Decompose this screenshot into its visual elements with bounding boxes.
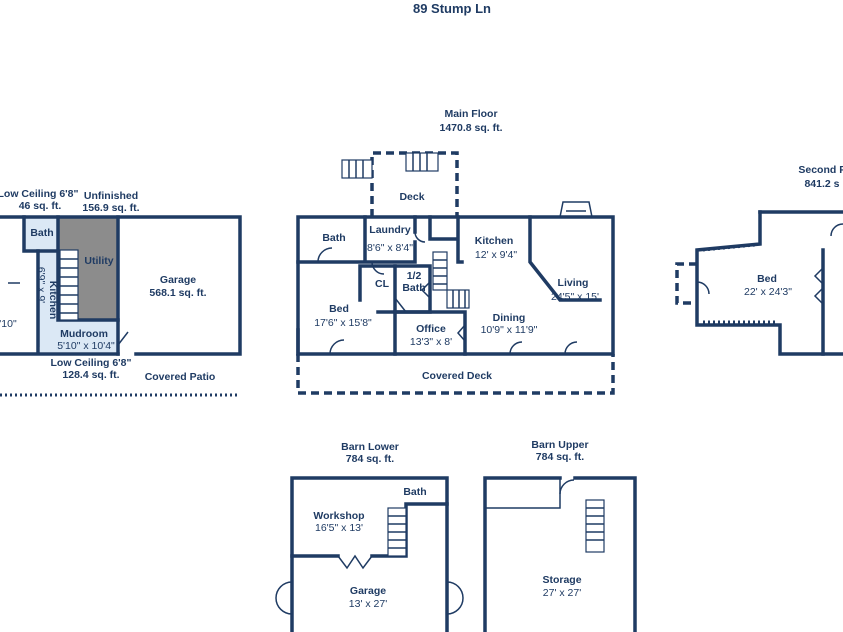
half-bath-label: 1/2	[407, 270, 422, 282]
mudroom-dims: 5'10" x 10'4"	[57, 340, 115, 352]
lower-kitchen-dims: 6'9" x 9'	[35, 267, 47, 303]
dining-label: Dining	[493, 312, 526, 324]
bed-door	[329, 339, 345, 355]
bath-door	[317, 247, 333, 263]
barn-right-door	[446, 581, 464, 615]
kitchen-walls	[428, 215, 464, 264]
office-side-door	[457, 324, 466, 342]
half-bath-door	[420, 281, 431, 299]
dining-dims: 10'9" x 11'9"	[481, 324, 538, 336]
unfinished-area: 156.9 sq. ft.	[82, 202, 139, 214]
barn-upper-area: 784 sq. ft.	[536, 451, 585, 463]
main-floor-title: Main Floor	[444, 108, 497, 120]
barn-upper-landing	[485, 478, 561, 509]
mudroom-label: Mudroom	[60, 328, 108, 340]
lower-outer-wall	[0, 215, 242, 356]
laundry-door	[371, 261, 385, 275]
second-floor-plan: Second F 841.2 s Bed 22' x 24'3"	[675, 164, 843, 356]
lower-bath-area	[24, 217, 58, 251]
balcony-door	[696, 281, 710, 295]
main-bed-dims: 17'6" x 15'8"	[314, 317, 372, 329]
covered-deck-outline	[296, 354, 615, 395]
barn-upper-title: Barn Upper	[531, 439, 588, 451]
page-title: 89 Stump Ln	[413, 1, 491, 16]
second-floor-title: Second F	[798, 164, 843, 176]
utility-label: Utility	[84, 255, 113, 267]
second-outer-wall	[695, 210, 843, 356]
closet-label: CL	[375, 278, 390, 290]
covered-deck-label: Covered Deck	[422, 370, 492, 382]
barn-upper-outer	[483, 476, 637, 632]
lower-bath-label: Bath	[30, 227, 53, 239]
upper-bed-label: Bed	[757, 273, 777, 285]
lower-level-plan: Low Ceiling 6'8" 46 sq. ft. Unfinished 1…	[0, 188, 242, 397]
main-stairs	[432, 251, 470, 309]
dining-door	[509, 341, 523, 355]
barn-upper-door	[559, 479, 575, 495]
unfinished-label: Unfinished	[84, 190, 138, 202]
barn-lower-stairs	[387, 507, 407, 557]
barn-lower-plan: Barn Lower 784 sq. ft. Workshop 16'5" x …	[275, 441, 464, 632]
storage-label: Storage	[542, 574, 581, 586]
second-low-edge-1	[702, 243, 756, 252]
barn-bath-label: Bath	[403, 486, 426, 498]
barn-lower-area: 784 sq. ft.	[346, 453, 395, 465]
barn-garage-label: Garage	[350, 585, 386, 597]
barn-upper-plan: Barn Upper 784 sq. ft. Storage 27' x 27'	[483, 439, 637, 632]
low-ceiling-area: 46 sq. ft.	[19, 200, 62, 212]
barn-upper-stairs	[585, 499, 605, 553]
workshop-label: Workshop	[313, 510, 364, 522]
office-label: Office	[416, 323, 446, 335]
main-floor-plan: Main Floor 1470.8 sq. ft.	[296, 108, 615, 395]
workshop-dims: 16'5" x 13'	[315, 522, 363, 534]
mudroom-door	[117, 331, 129, 346]
laundry-label: Laundry	[369, 224, 411, 236]
office-dims: 13'3" x 8'	[410, 336, 452, 348]
barn-left-door	[275, 581, 293, 615]
low-ceiling-2-area: 128.4 sq. ft.	[62, 369, 119, 381]
main-bed-label: Bed	[329, 303, 349, 315]
living-label: Living	[558, 277, 589, 289]
main-bath-label: Bath	[322, 232, 345, 244]
partial-dimension: '10"	[0, 318, 17, 330]
upper-bed-dims: 22' x 24'3"	[744, 286, 792, 298]
covered-patio-label: Covered Patio	[145, 371, 216, 383]
kitchen-door	[414, 231, 426, 243]
half-bath-label-2: Bath	[402, 282, 425, 294]
deck-stairs	[341, 152, 439, 179]
second-doors	[813, 267, 824, 305]
closet-walls	[358, 264, 397, 314]
storage-dims: 27' x 27'	[543, 587, 581, 599]
bath-laundry-walls	[296, 215, 417, 264]
fireplace-icon	[559, 201, 593, 218]
laundry-dims: 8'6" x 8'4"	[367, 242, 413, 254]
lower-stairs	[59, 249, 79, 321]
workshop-double-door	[337, 554, 373, 570]
garage-area: 568.1 sq. ft.	[149, 287, 206, 299]
second-floor-area: 841.2 s	[804, 178, 839, 190]
office-door	[394, 297, 407, 313]
lower-inner-walls	[22, 215, 120, 322]
living-door	[564, 341, 578, 355]
main-kitchen-label: Kitchen	[475, 235, 514, 247]
mudroom-area	[40, 320, 118, 352]
lower-kitchen-label: Kitchen	[47, 281, 59, 320]
living-dims: 24'5" x 15'	[551, 291, 599, 303]
living-partition	[528, 215, 602, 302]
deck-label: Deck	[399, 191, 424, 203]
second-door-top	[830, 223, 843, 237]
low-ceiling-2-label: Low Ceiling 6'8"	[51, 357, 132, 369]
barn-garage-dims: 13' x 27'	[349, 598, 387, 610]
barn-lower-title: Barn Lower	[341, 441, 399, 453]
main-kitchen-dims: 12' x 9'4"	[475, 249, 517, 261]
second-balcony	[675, 262, 697, 305]
garage-label: Garage	[160, 274, 196, 286]
low-ceiling-label: Low Ceiling 6'8"	[0, 188, 79, 200]
main-floor-area: 1470.8 sq. ft.	[439, 122, 502, 134]
